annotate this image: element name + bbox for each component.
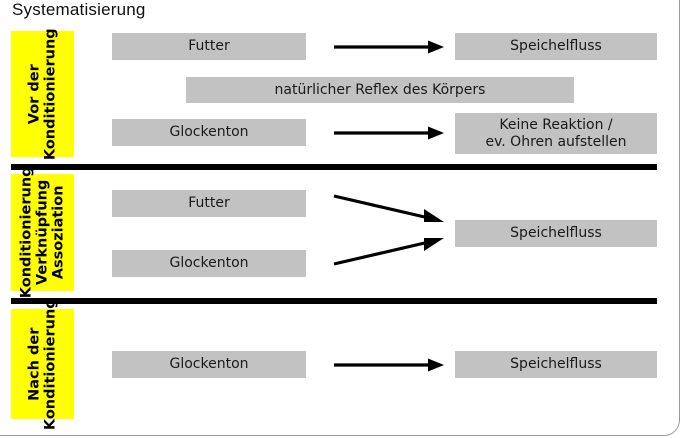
section-divider-1	[11, 164, 657, 170]
box-keine-reaktion: Keine Reaktion / ev. Ohren aufstellen	[455, 113, 657, 154]
phase-label-line: Konditionierung	[42, 28, 59, 160]
page-title: Systematisierung	[12, 0, 146, 19]
section-divider-2	[11, 298, 657, 304]
phase-label-nach-der-konditionierung: Nach der Konditionierung	[11, 298, 74, 430]
phase-label-konditionierung: Konditionierung Verknüpfung Assoziation	[11, 167, 74, 298]
arrow-futter-to-speichelfluss-phase2	[333, 194, 444, 222]
phase-label-line: Verknüpfung	[34, 179, 51, 286]
box-speichelfluss-phase3: Speichelfluss	[455, 351, 657, 378]
arrow-glockenton-to-speichelfluss-phase2	[333, 238, 444, 266]
box-speichelfluss-phase2: Speichelfluss	[455, 220, 657, 247]
phase-label-line: Nach der	[26, 327, 43, 401]
box-futter-phase2: Futter	[112, 190, 306, 217]
arrow-futter-to-speichelfluss	[334, 40, 444, 54]
box-glockenton-phase1: Glockenton	[112, 119, 306, 146]
phase-label-line: Assoziation	[50, 185, 67, 280]
box-glockenton-phase3: Glockenton	[112, 351, 306, 378]
box-futter-phase1: Futter	[112, 33, 306, 60]
phase-label-vor-der-konditionierung: Vor der Konditionierung	[11, 28, 74, 160]
arrow-glockenton-to-keine-reaktion	[334, 126, 444, 140]
box-glockenton-phase2: Glockenton	[112, 250, 306, 277]
phase-label-line: Vor der	[26, 64, 43, 124]
box-line: Keine Reaktion /	[499, 116, 613, 133]
arrow-glockenton-to-speichelfluss-phase3	[334, 358, 444, 372]
box-speichelfluss-phase1: Speichelfluss	[455, 33, 657, 60]
box-natuerlicher-reflex: natürlicher Reflex des Körpers	[186, 77, 574, 103]
phase-label-line: Konditionierung	[18, 166, 35, 299]
box-line: ev. Ohren aufstellen	[485, 133, 627, 150]
phase-label-line: Konditionierung	[42, 298, 59, 430]
